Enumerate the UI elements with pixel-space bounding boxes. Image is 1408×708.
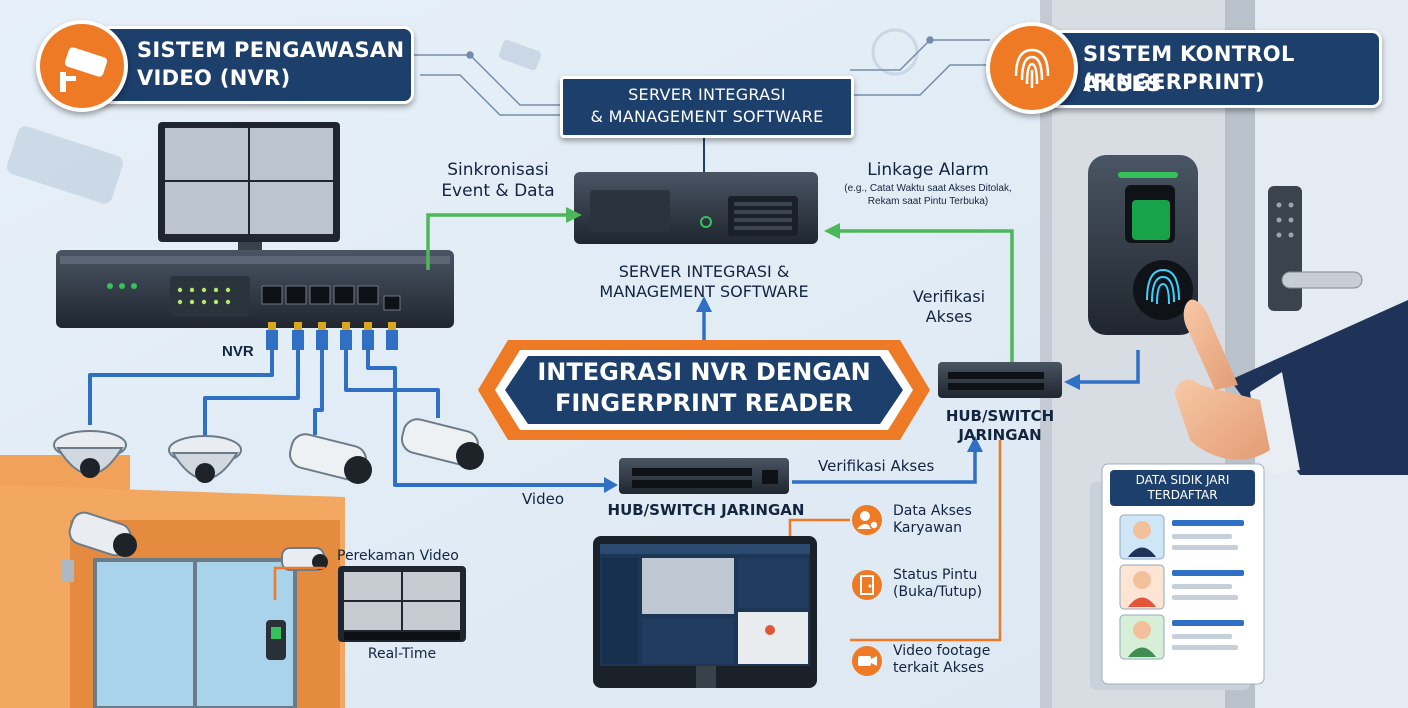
server-label: SERVER INTEGRASI & MANAGEMENT SOFTWARE: [560, 262, 848, 302]
data-item-employee-line1: Data Akses: [893, 503, 972, 519]
access-system-banner: SISTEM KONTROL AKSES (FINGERPRINT): [1046, 30, 1382, 108]
server-banner: SERVER INTEGRASI & MANAGEMENT SOFTWARE: [560, 76, 854, 138]
server-label-line2: MANAGEMENT SOFTWARE: [599, 282, 809, 301]
nvr-system-line1: SISTEM PENGAWASAN: [137, 38, 405, 62]
server-banner-line1: SERVER INTEGRASI: [628, 85, 786, 104]
sync-label: Sinkronisasi Event & Data: [430, 160, 566, 202]
realtime-label: Real-Time: [367, 646, 437, 662]
nvr-system-banner: SISTEM PENGAWASAN VIDEO (NVR): [94, 26, 414, 104]
diagram-title: INTEGRASI NVR DENGAN FINGERPRINT READER: [505, 357, 903, 419]
hub-right-line1: HUB/SWITCH: [945, 407, 1055, 425]
data-item-video-line2: terkait Akses: [893, 660, 985, 676]
server-banner-line2: & MANAGEMENT SOFTWARE: [590, 107, 824, 126]
linkage-alarm-label: Linkage Alarm: [867, 160, 989, 180]
linkage-note-line2: Rekam saat Pintu Terbuka): [867, 196, 989, 207]
verification-top-label: Verifikasi Akses: [900, 287, 998, 327]
linkage-note-line1: (e.g., Catat Waktu saat Akses Ditolak,: [844, 183, 1012, 194]
server-label-line1: SERVER INTEGRASI &: [618, 262, 790, 281]
fingerprint-icon: [986, 22, 1078, 114]
verification-mid-label: Verifikasi Akses: [818, 457, 935, 475]
video-label: Video: [522, 490, 565, 508]
data-item-video-line1: Video footage: [893, 643, 991, 659]
video-camera-icon: [852, 646, 882, 676]
data-item-door-line2: (Buka/Tutup): [893, 584, 983, 600]
verification-top-line2: Akses: [925, 307, 973, 326]
data-item-door: Status Pintu (Buka/Tutup): [893, 567, 982, 601]
title-line1: INTEGRASI NVR DENGAN: [537, 358, 871, 386]
recording-label: Perekaman Video: [337, 548, 459, 564]
door-icon: [852, 570, 882, 600]
nvr-label: NVR: [222, 343, 254, 360]
sync-label-line1: Sinkronisasi: [447, 160, 549, 180]
employee-icon: [852, 505, 882, 535]
title-line2: FINGERPRINT READER: [554, 389, 854, 417]
verification-top-line1: Verifikasi: [912, 287, 986, 306]
access-system-line2: (FINGERPRINT): [1083, 70, 1265, 94]
fingerprint-panel-header: DATA SIDIK JARI TERDAFTAR: [1110, 473, 1255, 503]
cctv-camera-icon: [36, 20, 128, 112]
hub-center-label: HUB/SWITCH JARINGAN: [607, 501, 805, 519]
access-system-line1: SISTEM KONTROL AKSES: [1083, 42, 1295, 96]
hub-right-label: HUB/SWITCH JARINGAN: [930, 407, 1070, 445]
data-item-employee-line2: Karyawan: [893, 520, 963, 536]
hub-right-line2: JARINGAN: [958, 426, 1042, 444]
fingerprint-panel-line1: DATA SIDIK JARI: [1135, 473, 1230, 487]
fingerprint-panel-line2: TERDAFTAR: [1147, 488, 1218, 502]
nvr-system-line2: VIDEO (NVR): [137, 66, 291, 90]
data-item-employee: Data Akses Karyawan: [893, 503, 972, 537]
data-item-video: Video footage terkait Akses: [893, 643, 990, 677]
sync-label-line2: Event & Data: [441, 181, 555, 201]
data-item-door-line1: Status Pintu: [893, 567, 978, 583]
linkage-alarm-note: (e.g., Catat Waktu saat Akses Ditolak, R…: [820, 182, 1036, 208]
